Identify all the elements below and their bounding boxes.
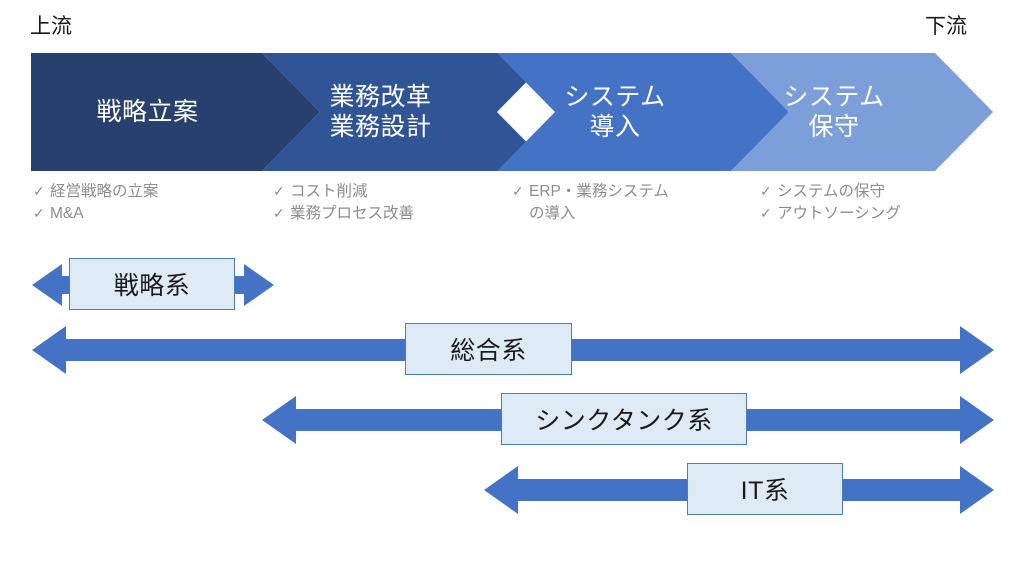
bullet-text: コスト削減 bbox=[290, 183, 368, 200]
bullet-text: 経営戦略の立案 bbox=[50, 183, 159, 200]
bullet-text: アウトソーシング bbox=[777, 205, 901, 223]
chevron-label-business-reform-design: 業務改革 業務設計 bbox=[329, 82, 432, 142]
chevron-phase-strategy-planning[interactable]: 戦略立案 bbox=[31, 53, 320, 171]
range-label-strategy-firms[interactable]: 戦略系 bbox=[69, 258, 235, 310]
bullet-text: M&A bbox=[50, 205, 84, 223]
bullet-item: ✓ アウトソーシング bbox=[760, 203, 1000, 225]
check-icon: ✓ bbox=[512, 183, 524, 199]
bullet-item: ✓ M&A bbox=[33, 203, 263, 225]
chevron-shape-icon bbox=[31, 53, 320, 171]
bullet-item: ✓ ERP・業務システム bbox=[512, 181, 752, 203]
bullet-item: ✓ システムの保守 bbox=[760, 181, 1000, 203]
bullets-strategy-planning: ✓ 経営戦略の立案 ✓ M&A bbox=[33, 181, 263, 226]
chevron-shape-icon bbox=[731, 53, 993, 171]
bullet-item: ✓ コスト削減 bbox=[273, 181, 503, 203]
chevron-phase-business-reform-design[interactable]: 業務改革 業務設計 bbox=[262, 53, 555, 171]
range-row-think-tank-firms: シンクタンク系 bbox=[262, 392, 994, 448]
check-icon: ✓ bbox=[33, 183, 45, 199]
range-label-text: シンクタンク系 bbox=[535, 407, 713, 435]
range-row-strategy-firms: 戦略系 bbox=[32, 257, 274, 313]
bullet-item: ✓ 業務プロセス改善 bbox=[273, 203, 503, 225]
bullet-text: システムの保守 bbox=[777, 183, 886, 200]
range-label-text: IT系 bbox=[740, 477, 790, 505]
check-icon: ✓ bbox=[273, 183, 285, 199]
range-label-text: 戦略系 bbox=[113, 272, 191, 300]
range-row-it-firms: IT系 bbox=[484, 462, 994, 518]
chevron-phase-system-maintenance[interactable]: システム 保守 bbox=[731, 53, 993, 171]
range-label-think-tank-firms[interactable]: シンクタンク系 bbox=[501, 393, 747, 445]
bullets-system-implementation: ✓ ERP・業務システム の導入 bbox=[512, 181, 752, 226]
chevron-shape-icon bbox=[497, 53, 789, 171]
check-icon: ✓ bbox=[33, 205, 45, 222]
chevron-label-system-implementation: システム 導入 bbox=[564, 82, 666, 142]
check-icon: ✓ bbox=[760, 205, 772, 222]
range-row-general-firms: 総合系 bbox=[32, 322, 994, 378]
chevron-label-strategy-planning: 戦略立案 bbox=[96, 97, 199, 126]
upstream-label: 上流 bbox=[30, 15, 72, 38]
range-label-it-firms[interactable]: IT系 bbox=[687, 463, 843, 515]
check-icon: ✓ bbox=[760, 183, 772, 199]
bullet-item-continuation: の導入 bbox=[512, 203, 752, 225]
bullet-item: ✓ 経営戦略の立案 bbox=[33, 181, 263, 203]
range-label-general-firms[interactable]: 総合系 bbox=[405, 323, 572, 375]
chevron-phase-system-implementation[interactable]: システム 導入 bbox=[497, 53, 789, 171]
bullet-text: の導入 bbox=[529, 205, 576, 223]
chevron-shape-icon bbox=[262, 53, 555, 171]
bullets-system-maintenance: ✓ システムの保守 ✓ アウトソーシング bbox=[760, 181, 1000, 226]
bullet-text: ERP・業務システム bbox=[529, 183, 669, 200]
downstream-label: 下流 bbox=[925, 15, 967, 38]
bullet-text: 業務プロセス改善 bbox=[290, 205, 415, 223]
check-icon: ✓ bbox=[273, 205, 285, 222]
chevron-label-system-maintenance: システム 保守 bbox=[783, 82, 885, 142]
range-label-text: 総合系 bbox=[450, 337, 527, 365]
process-chevron-row: 戦略立案 業務改革 業務設計 システム 導入 システム 保守 bbox=[0, 53, 1024, 171]
bullets-business-reform-design: ✓ コスト削減 ✓ 業務プロセス改善 bbox=[273, 181, 503, 226]
